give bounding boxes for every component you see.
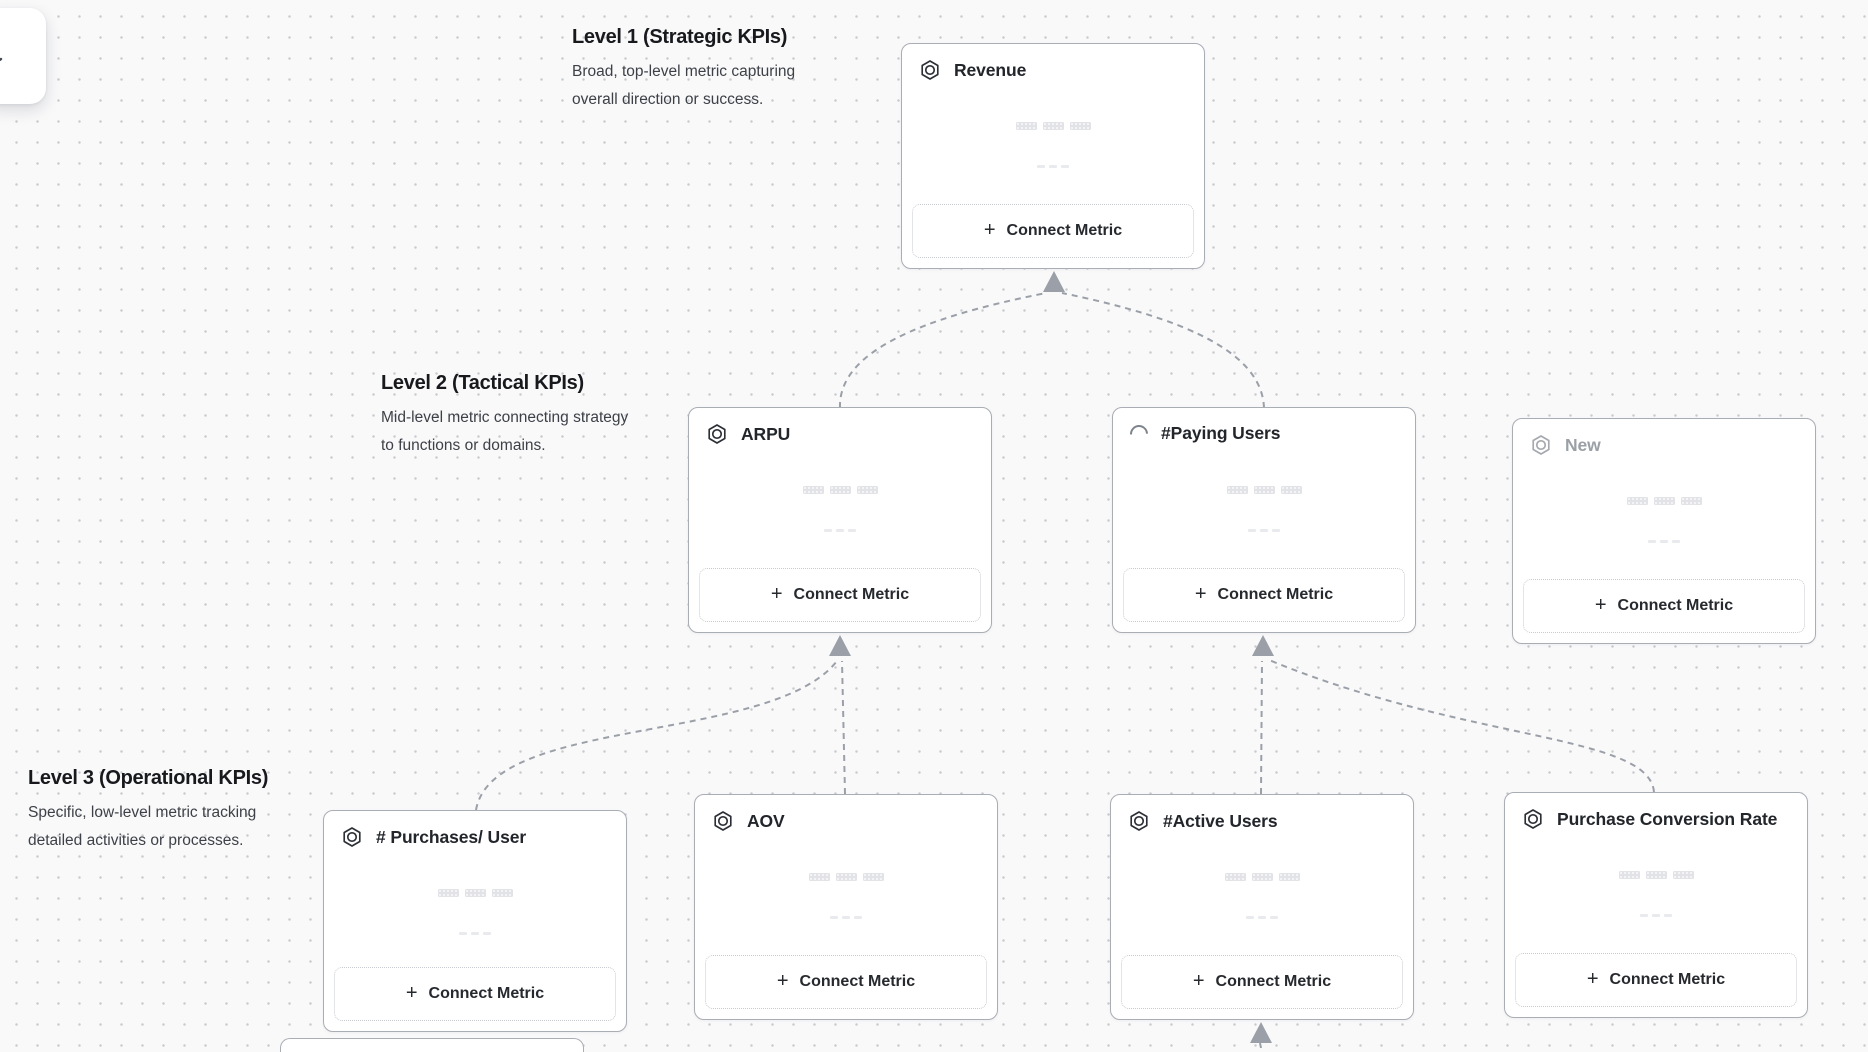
- connect-metric-button[interactable]: + Connect Metric: [912, 204, 1194, 258]
- skeleton-dashes: [1113, 529, 1415, 532]
- connect-metric-button[interactable]: + Connect Metric: [705, 955, 987, 1009]
- connect-metric-label: Connect Metric: [1215, 973, 1332, 990]
- connect-metric-label: Connect Metric: [428, 985, 545, 1002]
- metric-card-revenue[interactable]: Revenue + Connect Metric: [901, 43, 1205, 269]
- connect-metric-label: Connect Metric: [799, 973, 916, 990]
- metric-hexagon-icon: [1524, 809, 1542, 829]
- plus-icon: +: [1594, 594, 1607, 616]
- arrowhead-revenue: [1043, 271, 1065, 292]
- plus-icon: +: [770, 583, 783, 605]
- connect-metric-label: Connect Metric: [1217, 586, 1334, 603]
- metric-hexagon-icon: [343, 827, 361, 847]
- connector-offscreen-to-activeusers: [1259, 1042, 1262, 1048]
- skeleton-bars: [1113, 486, 1415, 494]
- skeleton-dashes: [695, 916, 997, 919]
- level-2-title: Level 2 (Tactical KPIs): [381, 372, 584, 394]
- card-title: Purchase Conversion Rate: [1557, 808, 1778, 829]
- connector-conversionrate-to-payingusers: [1268, 659, 1655, 793]
- connect-metric-button[interactable]: + Connect Metric: [699, 568, 981, 622]
- connector-aov-to-arpu: [841, 660, 846, 795]
- card-title: ARPU: [741, 423, 791, 444]
- connect-metric-label: Connect Metric: [1006, 222, 1123, 239]
- skeleton-bars: [1111, 873, 1413, 881]
- metric-card-paying-users[interactable]: #Paying Users + Connect Metric: [1112, 407, 1416, 633]
- metric-hexagon-icon: [1130, 811, 1148, 831]
- level-1-description: Broad, top-level metric capturing overal…: [572, 63, 796, 108]
- plus-icon: +: [1194, 583, 1207, 605]
- connect-metric-label: Connect Metric: [1617, 597, 1734, 614]
- skeleton-dashes: [1111, 916, 1413, 919]
- connect-metric-button[interactable]: + Connect Metric: [1121, 955, 1403, 1009]
- level-1-title: Level 1 (Strategic KPIs): [572, 26, 788, 48]
- level-2-description: Mid-level metric connecting strategy to …: [381, 409, 629, 454]
- card-title: #Active Users: [1163, 810, 1278, 831]
- skeleton-dashes: [324, 932, 626, 935]
- connect-metric-button[interactable]: + Connect Metric: [1523, 579, 1805, 633]
- metric-card-partial[interactable]: [280, 1038, 584, 1052]
- connect-metric-label: Connect Metric: [1609, 971, 1726, 988]
- skeleton-bars: [1505, 871, 1807, 879]
- floating-panel[interactable]: [0, 8, 46, 104]
- card-title: #Paying Users: [1161, 423, 1281, 443]
- metric-hexagon-icon: [1532, 435, 1550, 455]
- plus-icon: +: [1586, 968, 1599, 990]
- connector-purchases-to-arpu: [475, 660, 838, 811]
- connector-arpu-to-revenue: [838, 292, 1047, 409]
- level-3-title: Level 3 (Operational KPIs): [28, 767, 269, 789]
- metric-hexagon-icon: [708, 424, 726, 444]
- card-title: # Purchases/ User: [376, 826, 527, 847]
- skeleton-dashes: [689, 529, 991, 532]
- metric-card-purchase-conversion-rate[interactable]: Purchase Conversion Rate + Connect Metri…: [1504, 792, 1808, 1018]
- plus-icon: +: [405, 982, 418, 1004]
- metric-card-aov[interactable]: AOV + Connect Metric: [694, 794, 998, 1020]
- metric-hexagon-icon: [714, 811, 732, 831]
- skeleton-dashes: [1505, 914, 1807, 917]
- skeleton-bars: [324, 889, 626, 897]
- card-title: AOV: [747, 810, 785, 831]
- level-3-description: Specific, low-level metric tracking deta…: [28, 804, 257, 849]
- arrowhead-payingusers: [1252, 635, 1274, 656]
- spinner-icon: [1126, 420, 1152, 447]
- card-title: New: [1565, 434, 1601, 455]
- plus-icon: +: [983, 219, 996, 241]
- plus-icon: +: [776, 970, 789, 992]
- skeleton-bars: [689, 486, 991, 494]
- arrowhead-activeusers: [1250, 1022, 1272, 1043]
- connector-payingusers-to-revenue: [1061, 292, 1265, 409]
- skeleton-bars: [902, 122, 1204, 130]
- plus-icon: +: [1192, 970, 1205, 992]
- metric-card-purchases-per-user[interactable]: # Purchases/ User + Connect Metric: [323, 810, 627, 1032]
- connect-metric-button[interactable]: + Connect Metric: [1123, 568, 1405, 622]
- connect-metric-label: Connect Metric: [793, 586, 910, 603]
- metric-card-new[interactable]: New + Connect Metric: [1512, 418, 1816, 644]
- card-title: Revenue: [954, 59, 1027, 80]
- connect-metric-button[interactable]: + Connect Metric: [334, 967, 616, 1021]
- metric-hexagon-icon: [921, 60, 939, 80]
- stroke-fragment-icon: [0, 57, 3, 62]
- skeleton-dashes: [1513, 540, 1815, 543]
- metric-card-arpu[interactable]: ARPU + Connect Metric: [688, 407, 992, 633]
- connector-activeusers-to-payingusers: [1260, 660, 1263, 795]
- skeleton-bars: [695, 873, 997, 881]
- metric-card-active-users[interactable]: #Active Users + Connect Metric: [1110, 794, 1414, 1020]
- skeleton-dashes: [902, 165, 1204, 168]
- arrowhead-arpu: [829, 635, 851, 656]
- connect-metric-button[interactable]: + Connect Metric: [1515, 953, 1797, 1007]
- skeleton-bars: [1513, 497, 1815, 505]
